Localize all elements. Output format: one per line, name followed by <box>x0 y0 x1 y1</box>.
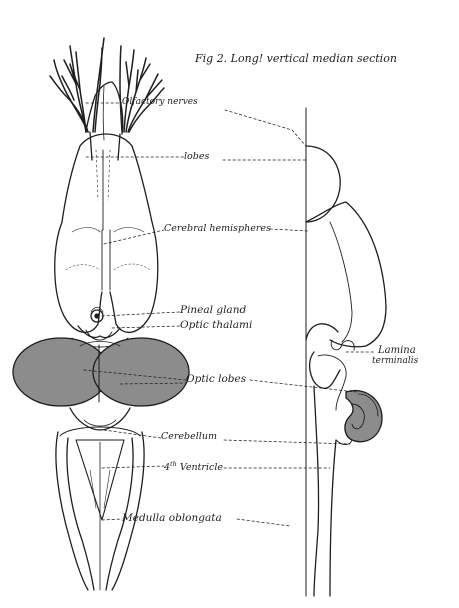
ventricle-ordinal-suffix: th <box>170 460 177 468</box>
ventricle-text: Ventricle <box>180 462 223 473</box>
label-pineal-gland: Pineal gland <box>180 305 246 316</box>
label-cerebral-hemispheres: Cerebral hemispheres <box>164 224 271 234</box>
label-lamina-line2: terminalis <box>372 357 418 366</box>
label-medulla-oblongata: Medulla oblongata <box>122 513 222 524</box>
label-fourth-ventricle: 4th Ventricle <box>164 461 223 473</box>
label-optic-lobes: Optic lobes <box>186 374 246 385</box>
pineal-gland <box>91 308 103 323</box>
label-cerebellum: Cerebellum <box>161 432 217 442</box>
label-olfactory-nerves: Olfactory nerves <box>122 98 198 107</box>
figure-title: Fig 2. Long! vertical median section <box>195 53 397 64</box>
label-lamina-line1: Lamina <box>378 346 416 356</box>
olfactory-lobes <box>62 134 152 230</box>
label-optic-thalami: Optic thalami <box>180 320 252 331</box>
fourth-ventricle <box>76 440 124 590</box>
label-lobes: lobes <box>184 152 209 162</box>
olfactory-stalks <box>86 82 123 160</box>
olfactory-nerves <box>50 38 164 132</box>
cerebral-hemispheres <box>55 222 158 332</box>
